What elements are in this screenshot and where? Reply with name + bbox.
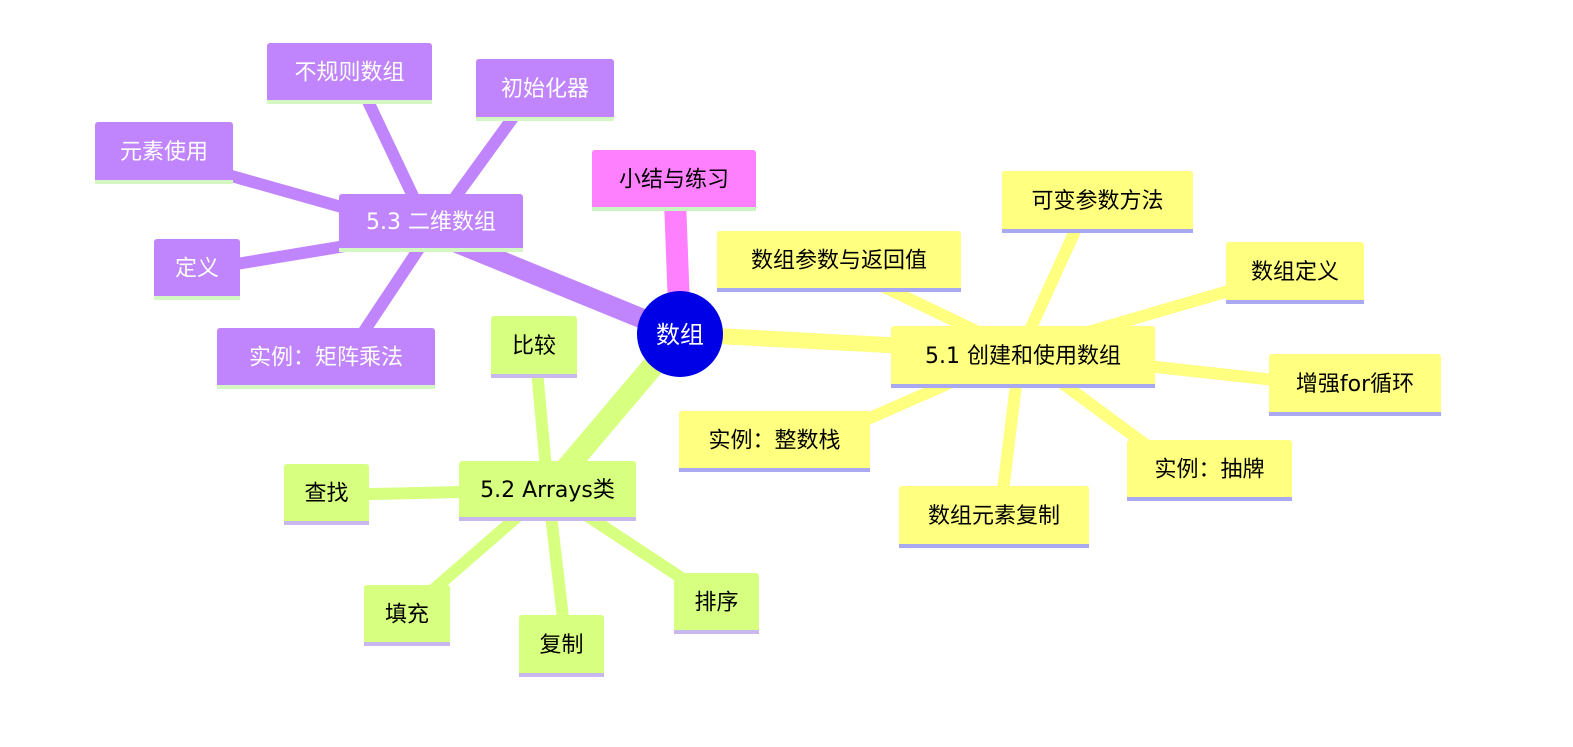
root-node-circle: [637, 291, 723, 377]
node-arrays2d-child-3[interactable]: 定义: [154, 239, 240, 300]
root-node[interactable]: 数组: [637, 291, 723, 377]
node-arrays2d-child-3-underline: [154, 296, 240, 300]
node-create-child-5-box: [899, 486, 1089, 548]
node-arrays2d-child-1-box: [476, 59, 614, 121]
node-arrays2d-child-0-label: 不规则数组: [294, 60, 404, 85]
node-arraysclass-child-0-underline: [491, 374, 577, 378]
node-create-child-5-underline: [899, 544, 1089, 548]
node-create-child-2-underline: [1226, 300, 1364, 304]
node-arrays2d-child-0[interactable]: 不规则数组: [267, 43, 432, 104]
node-summary-label: 小结与练习: [619, 167, 729, 192]
node-arraysclass-child-2-underline: [364, 642, 450, 646]
node-arraysclass-child-1[interactable]: 查找: [284, 464, 369, 525]
node-create-box: [891, 326, 1155, 388]
node-create-child-2-box: [1226, 242, 1364, 304]
node-create-child-1-underline: [717, 288, 961, 292]
node-create-child-4[interactable]: 实例：抽牌: [1127, 440, 1292, 501]
node-arrays2d-child-0-underline: [267, 100, 432, 104]
node-arrays2d-child-1-underline: [476, 117, 614, 121]
node-arrays2d-child-2[interactable]: 元素使用: [95, 122, 233, 184]
node-arraysclass-child-4-box: [674, 573, 759, 634]
node-create-child-1[interactable]: 数组参数与返回值: [717, 231, 961, 292]
node-arraysclass-underline: [459, 517, 636, 521]
node-arrays2d-child-0-box: [267, 43, 432, 104]
node-arraysclass-child-1-label: 查找: [304, 481, 348, 506]
node-create-child-1-box: [717, 231, 961, 292]
node-create-child-0-label: 可变参数方法: [1031, 189, 1163, 214]
node-create[interactable]: 5.1 创建和使用数组: [891, 326, 1155, 388]
node-arraysclass-child-4-underline: [674, 630, 759, 634]
node-arraysclass-box: [459, 461, 636, 521]
node-arraysclass-child-4[interactable]: 排序: [674, 573, 759, 634]
node-arrays2d-child-1[interactable]: 初始化器: [476, 59, 614, 121]
node-arrays2d-child-4[interactable]: 实例：矩阵乘法: [217, 328, 435, 389]
node-arraysclass-child-2[interactable]: 填充: [364, 585, 450, 646]
node-arraysclass-child-1-underline: [284, 521, 369, 525]
node-arrays2d-child-2-label: 元素使用: [120, 140, 208, 165]
node-arrays2d-child-4-underline: [217, 385, 435, 389]
node-arrays2d[interactable]: 5.3 二维数组: [339, 194, 523, 252]
node-summary-box: [592, 150, 756, 211]
node-arraysclass-child-1-box: [284, 464, 369, 525]
node-arraysclass-child-3-box: [519, 615, 604, 677]
node-arrays2d-child-2-underline: [95, 180, 233, 184]
node-arrays2d-child-3-label: 定义: [175, 256, 219, 281]
node-create-child-4-underline: [1127, 497, 1292, 501]
node-create-child-1-label: 数组参数与返回值: [751, 248, 927, 273]
node-create-underline: [891, 384, 1155, 388]
node-summary-underline: [592, 207, 756, 211]
node-arraysclass-child-4-label: 排序: [694, 590, 738, 615]
node-create-child-6-underline: [679, 468, 870, 472]
node-create-child-2-label: 数组定义: [1251, 260, 1339, 285]
node-arrays2d-child-4-label: 实例：矩阵乘法: [249, 345, 403, 370]
node-arraysclass-child-3-label: 复制: [539, 633, 583, 658]
node-arrays2d-child-4-box: [217, 328, 435, 389]
node-create-child-6-box: [679, 411, 870, 472]
node-create-label: 5.1 创建和使用数组: [925, 344, 1121, 369]
node-create-child-2[interactable]: 数组定义: [1226, 242, 1364, 304]
node-create-child-3-underline: [1269, 412, 1441, 416]
root-node-label: 数组: [656, 321, 704, 349]
node-create-child-0[interactable]: 可变参数方法: [1002, 171, 1193, 233]
node-create-child-5-label: 数组元素复制: [928, 504, 1060, 529]
node-create-child-4-box: [1127, 440, 1292, 501]
node-create-child-5[interactable]: 数组元素复制: [899, 486, 1089, 548]
node-create-child-3-box: [1269, 354, 1441, 416]
node-arrays2d-child-2-box: [95, 122, 233, 184]
node-create-child-6-label: 实例：整数栈: [708, 428, 840, 453]
node-arrays2d-child-1-label: 初始化器: [501, 77, 589, 102]
node-create-child-0-underline: [1002, 229, 1193, 233]
node-create-child-3[interactable]: 增强for循环: [1269, 354, 1441, 416]
node-arrays2d-child-3-box: [154, 239, 240, 300]
node-arraysclass-child-2-box: [364, 585, 450, 646]
node-create-child-3-label: 增强for循环: [1296, 372, 1414, 397]
node-arraysclass-label: 5.2 Arrays类: [480, 478, 615, 503]
node-create-child-6[interactable]: 实例：整数栈: [679, 411, 870, 472]
node-summary[interactable]: 小结与练习: [592, 150, 756, 211]
node-arraysclass-child-0[interactable]: 比较: [491, 316, 577, 378]
node-arrays2d-underline: [339, 248, 523, 252]
node-arrays2d-box: [339, 194, 523, 252]
node-create-child-0-box: [1002, 171, 1193, 233]
node-arraysclass-child-0-label: 比较: [512, 334, 556, 359]
node-arraysclass[interactable]: 5.2 Arrays类: [459, 461, 636, 521]
node-arrays2d-label: 5.3 二维数组: [366, 210, 496, 235]
node-arraysclass-child-3[interactable]: 复制: [519, 615, 604, 677]
node-arraysclass-child-0-box: [491, 316, 577, 378]
node-arraysclass-child-2-label: 填充: [385, 602, 429, 627]
node-create-child-4-label: 实例：抽牌: [1154, 457, 1264, 482]
node-arraysclass-child-3-underline: [519, 673, 604, 677]
